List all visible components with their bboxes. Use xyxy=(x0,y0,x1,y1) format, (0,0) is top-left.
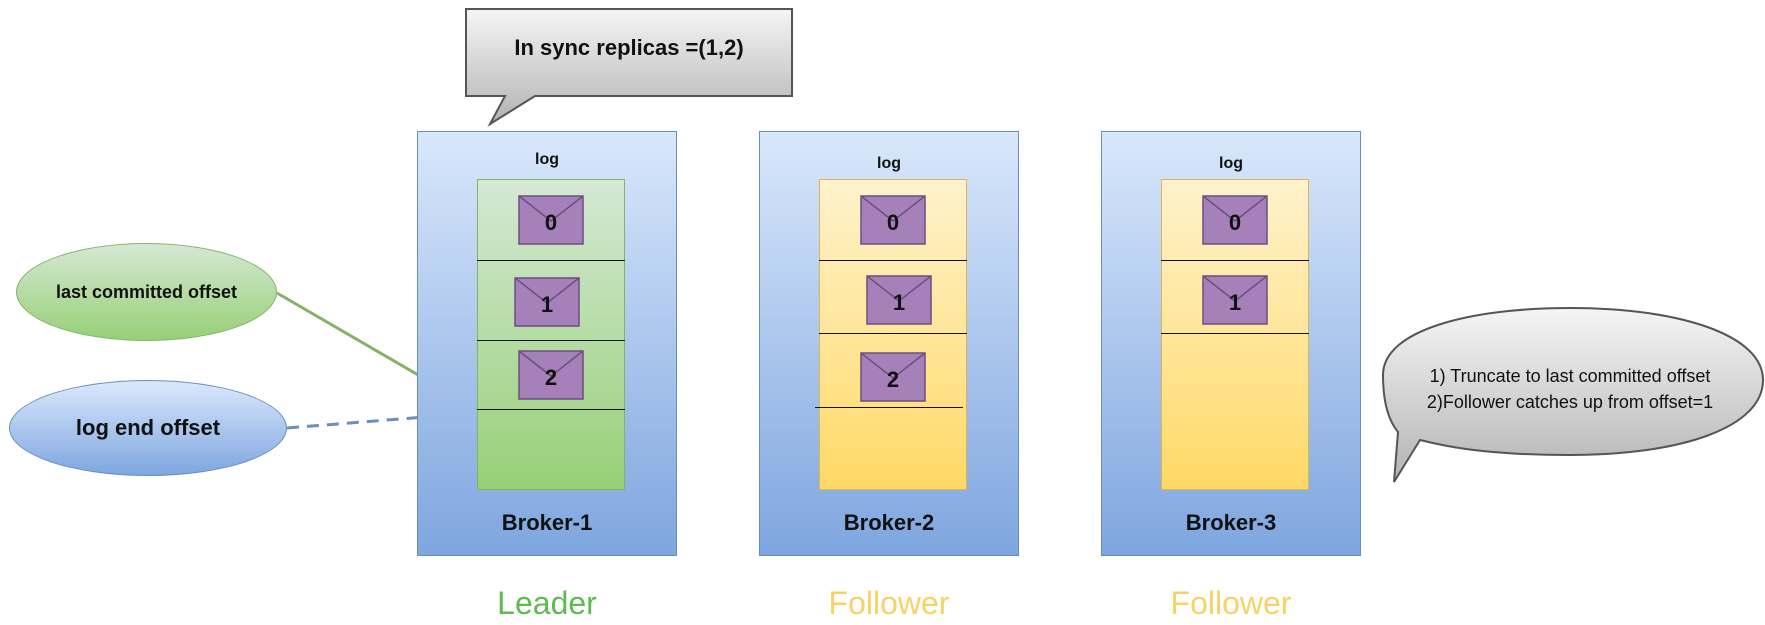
broker-2-log-label: log xyxy=(877,155,901,172)
broker-3-divider-1 xyxy=(1161,260,1309,261)
broker-1-name: Broker-1 xyxy=(501,510,593,535)
isr-callout-text: In sync replicas =(1,2) xyxy=(514,35,744,60)
isr-callout-shape xyxy=(465,8,793,127)
envelope-icon xyxy=(860,352,926,402)
envelope-icon xyxy=(514,277,580,327)
broker-3-log-label: log xyxy=(1219,155,1243,172)
broker-1-log-label: log xyxy=(535,151,559,168)
broker-2-name: Broker-2 xyxy=(843,510,935,535)
envelope-icon xyxy=(518,195,584,245)
broker-2-divider-1 xyxy=(819,260,967,261)
broker-2-divider-3 xyxy=(815,407,963,408)
broker-3-message-0: 0 xyxy=(1228,210,1242,235)
broker-2-message-0: 0 xyxy=(886,210,900,235)
broker-3-name: Broker-3 xyxy=(1185,510,1277,535)
envelope-icon xyxy=(1202,275,1268,325)
broker-1-message-1: 1 xyxy=(540,292,554,317)
broker-2-message-1: 1 xyxy=(892,290,906,315)
broker-1-message-0: 0 xyxy=(544,210,558,235)
follower-note-bubble xyxy=(1381,306,1765,483)
follower-note-text: 1) Truncate to last committed offset 2)F… xyxy=(1385,363,1755,415)
envelope-icon xyxy=(518,350,584,400)
log-end-offset-arrow xyxy=(286,407,477,430)
broker-3-divider-2 xyxy=(1161,333,1309,334)
broker-1-divider-2 xyxy=(477,340,625,341)
log-end-offset-label: log end offset xyxy=(9,380,287,476)
broker-2-role: Follower xyxy=(828,585,950,621)
follower-note-line-2: 2)Follower catches up from offset=1 xyxy=(1426,392,1714,412)
broker-3-role: Follower xyxy=(1170,585,1292,621)
envelope-icon xyxy=(1202,195,1268,245)
envelope-icon xyxy=(860,195,926,245)
broker-3-message-1: 1 xyxy=(1228,290,1242,315)
broker-1-divider-3 xyxy=(477,409,625,410)
envelope-icon xyxy=(866,275,932,325)
broker-2-divider-2 xyxy=(819,333,967,334)
follower-note-line-1: 1) Truncate to last committed offset xyxy=(1429,366,1711,386)
broker-2-message-2: 2 xyxy=(886,367,900,392)
broker-1-divider-1 xyxy=(477,260,625,261)
broker-1-role: Leader xyxy=(497,585,597,621)
broker-1-message-2: 2 xyxy=(544,365,558,390)
last-committed-offset-label: last committed offset xyxy=(16,243,277,341)
